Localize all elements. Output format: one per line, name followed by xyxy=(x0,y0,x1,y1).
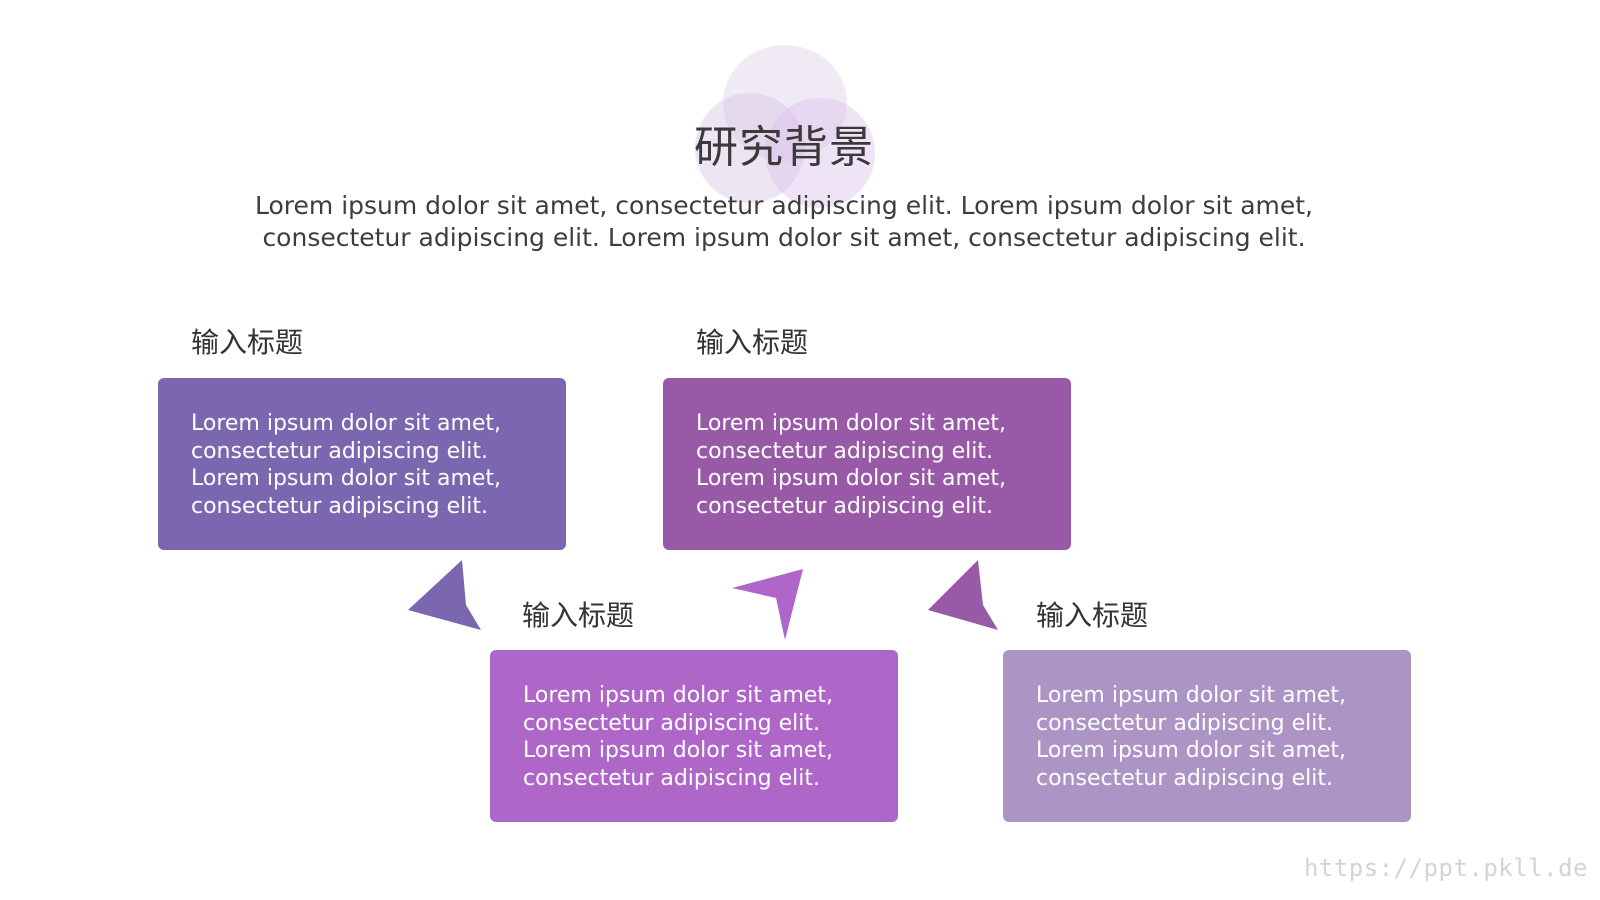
step-4-box: Lorem ipsum dolor sit amet, consectetur … xyxy=(1003,650,1411,822)
step-1-box: Lorem ipsum dolor sit amet, consectetur … xyxy=(158,378,566,550)
step-4-line: Lorem ipsum dolor sit amet, xyxy=(1036,683,1347,708)
arrow-1-icon xyxy=(408,560,481,630)
step-4-line: consectetur adipiscing elit. xyxy=(1036,765,1333,791)
subtitle-line: Lorem ipsum dolor sit amet, consectetur … xyxy=(255,191,1313,220)
page-subtitle: Lorem ipsum dolor sit amet, consectetur … xyxy=(240,190,1328,254)
page-title: 研究背景 xyxy=(694,122,874,173)
step-3-box: Lorem ipsum dolor sit amet, consectetur … xyxy=(663,378,1071,550)
step-3-line: Lorem ipsum dolor sit amet, xyxy=(696,411,1007,436)
arrow-2-icon xyxy=(732,569,803,640)
petal-decoration xyxy=(695,45,875,208)
step-2-box: Lorem ipsum dolor sit amet, consectetur … xyxy=(490,650,898,822)
step-3-line: consectetur adipiscing elit. xyxy=(696,438,993,464)
step-3-heading: 输入标题 xyxy=(696,326,809,359)
step-2-line: consectetur adipiscing elit. xyxy=(523,710,820,736)
step-2-line: Lorem ipsum dolor sit amet, xyxy=(523,683,834,708)
step-4-heading: 输入标题 xyxy=(1036,599,1149,632)
step-1-heading: 输入标题 xyxy=(191,326,304,359)
step-1-line: consectetur adipiscing elit. xyxy=(191,438,488,464)
step-2-line: Lorem ipsum dolor sit amet, xyxy=(523,738,834,763)
step-1-line: consectetur adipiscing elit. xyxy=(191,493,488,519)
step-1-line: Lorem ipsum dolor sit amet, xyxy=(191,466,502,491)
step-1-line: Lorem ipsum dolor sit amet, xyxy=(191,411,502,436)
arrow-3-icon xyxy=(928,560,998,630)
step-4-line: consectetur adipiscing elit. xyxy=(1036,710,1333,736)
step-2-line: consectetur adipiscing elit. xyxy=(523,765,820,791)
subtitle-line: consectetur adipiscing elit. Lorem ipsum… xyxy=(262,223,1306,252)
watermark: https://ppt.pkll.de xyxy=(1303,854,1588,882)
step-2-heading: 输入标题 xyxy=(522,599,635,632)
step-3-line: Lorem ipsum dolor sit amet, xyxy=(696,466,1007,491)
step-4-line: Lorem ipsum dolor sit amet, xyxy=(1036,738,1347,763)
step-3-line: consectetur adipiscing elit. xyxy=(696,493,993,519)
